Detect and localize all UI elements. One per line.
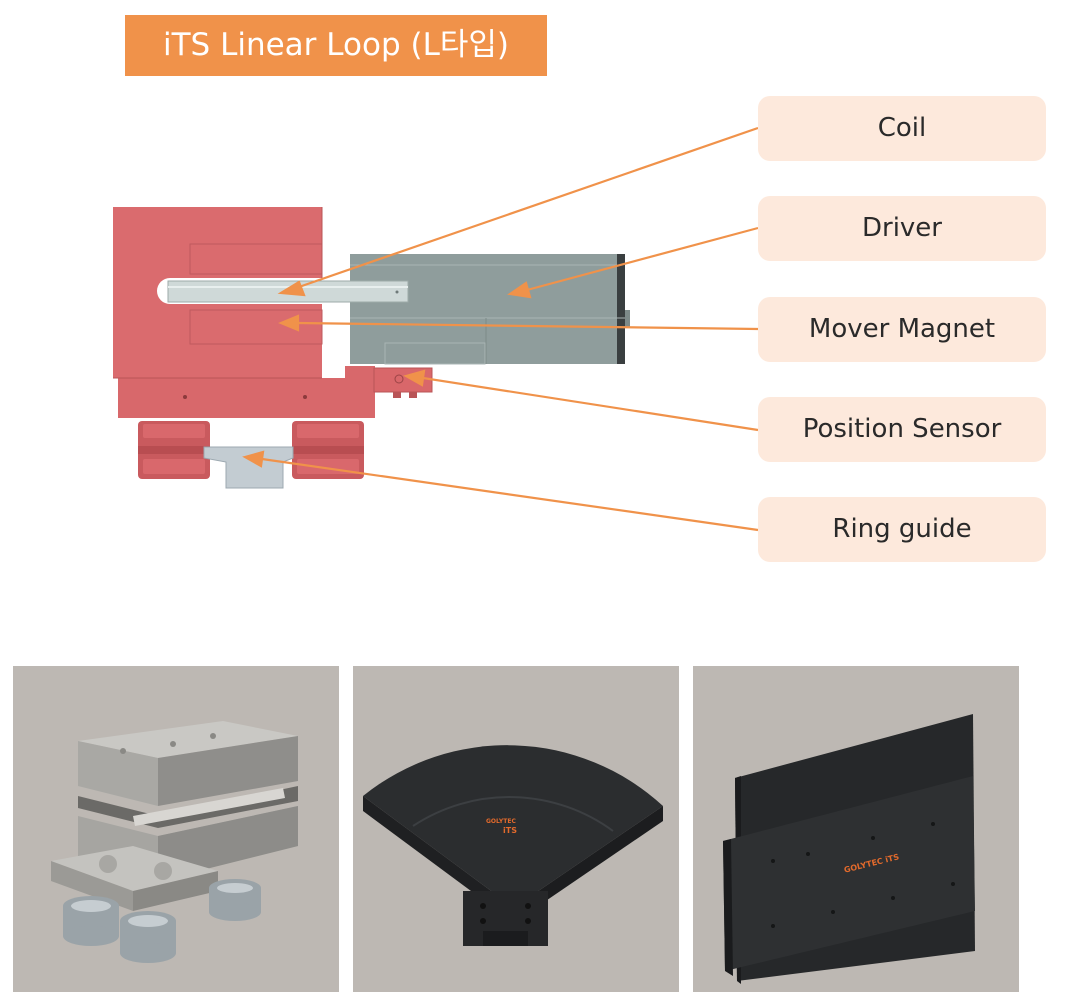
driver-block: [350, 254, 630, 365]
ring-guide-rail: [203, 446, 294, 489]
photo-mover-unit: [13, 666, 339, 992]
photo-curved-coil: GOLYTEC iTS: [353, 666, 679, 992]
photo-straight-coil: GOLYTEC iTS: [693, 666, 1019, 992]
roller-right: [292, 421, 364, 479]
callout-position-sensor: Position Sensor: [758, 397, 1046, 462]
callout-arrows: [242, 126, 759, 532]
callout-driver: Driver: [758, 196, 1046, 261]
roller-left: [138, 421, 210, 479]
mover-body: [113, 207, 370, 418]
callout-mover-magnet: Mover Magnet: [758, 297, 1046, 362]
coil-logo-its: iTS: [503, 826, 517, 835]
callout-ring-guide: Ring guide: [758, 497, 1046, 562]
callout-coil: Coil: [758, 96, 1046, 161]
coil-logo-brand: GOLYTEC: [486, 818, 516, 825]
cross-section-diagram: [113, 126, 759, 532]
page-title: iTS Linear Loop (L타입): [125, 15, 547, 76]
